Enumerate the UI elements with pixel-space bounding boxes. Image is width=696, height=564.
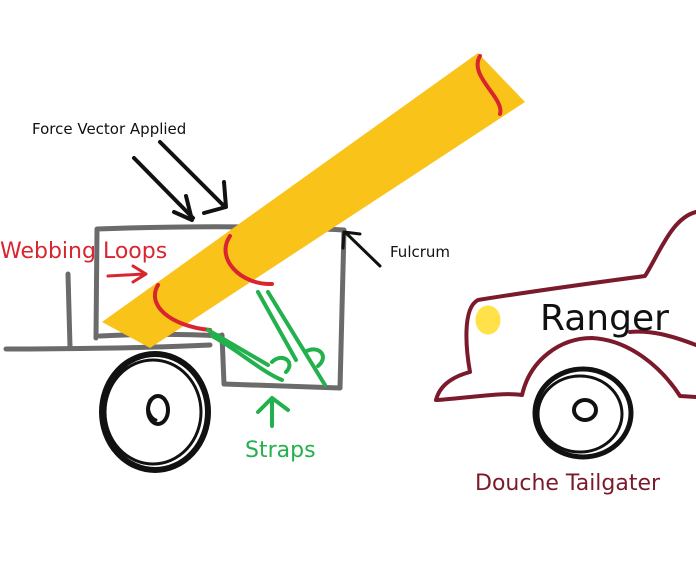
strap-buckle-2 [270,355,292,374]
strap-buckle-1 [303,347,325,368]
trailer-hitch-bar [3,342,213,352]
strap-3 [206,328,270,367]
strap-2 [256,290,298,362]
strap-1 [266,290,327,387]
force-vector-label: Force Vector Applied [32,120,186,138]
webbing-loops-label: Webbing Loops [0,239,167,264]
pole-body [102,53,525,348]
fulcrum-arrow [341,230,382,268]
truck-headlight [475,305,501,335]
webbing-loops [152,234,274,332]
truck-body [434,210,696,402]
straps [206,290,327,387]
ranger-label: Ranger [540,298,669,339]
webbing-loop-lower [152,283,212,332]
truck-wheel [532,366,634,460]
trailer-post [65,271,73,350]
trailer-wheel [99,351,211,473]
tailgater-label: Douche Tailgater [475,471,661,496]
straps-label: Straps [245,438,316,463]
pole [102,53,525,348]
force-arrow-right [158,140,228,215]
strap-4 [210,334,284,382]
straps-arrow [256,396,290,428]
webbing-loops-arrow [106,264,148,284]
fulcrum-label: Fulcrum [390,243,450,261]
force-arrows [132,140,228,222]
pole-end-cap [475,54,503,116]
tailgater-truck [434,210,696,402]
webbing-loop-upper [223,234,274,287]
force-arrow-left [132,156,195,222]
truck-hood-line [628,329,696,347]
